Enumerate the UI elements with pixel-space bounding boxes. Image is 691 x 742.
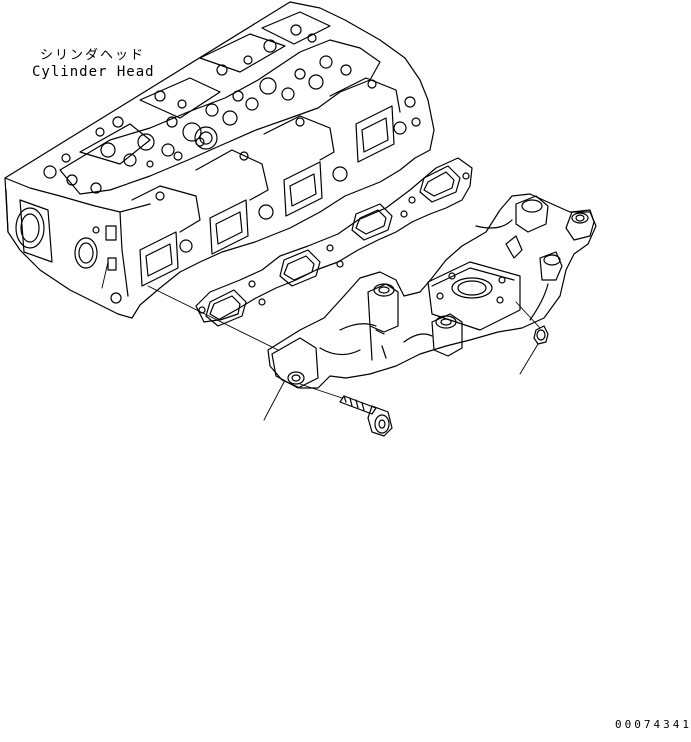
cylinder-head	[5, 2, 434, 318]
exhaust-manifold	[268, 194, 596, 388]
exhaust-manifold-gasket	[196, 158, 472, 326]
cylinder-head-exhaust-ports	[140, 106, 394, 286]
cylinder-head-deck-holes	[44, 25, 351, 193]
leader-lines	[102, 262, 540, 420]
cylinder-head-label-english: Cylinder Head	[32, 64, 155, 80]
turbo-stud-nut	[534, 326, 548, 344]
drawing-number: 00074341	[615, 718, 691, 731]
cylinder-head-label-japanese: シリンダヘッド	[40, 48, 146, 63]
manifold-bolt	[340, 396, 392, 436]
